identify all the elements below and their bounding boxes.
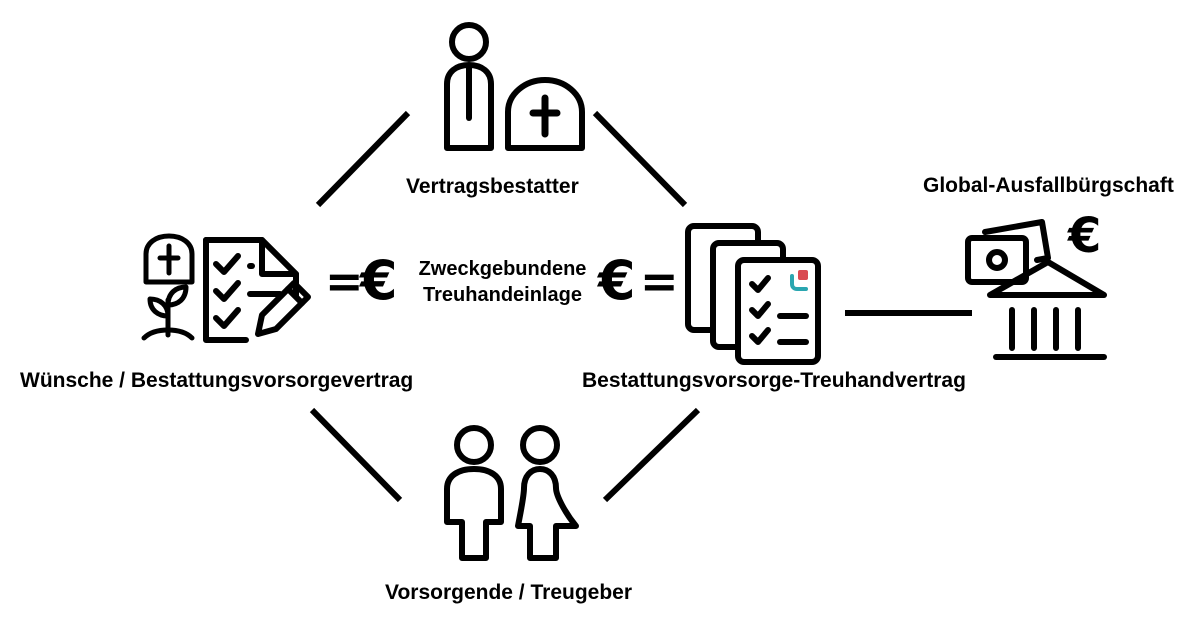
plant-sprout-icon — [141, 284, 195, 341]
connector-bottom-right — [602, 407, 701, 503]
document-logo-icon — [790, 270, 808, 291]
label-treuhandvertrag: Bestattungsvorsorge-Treuhandvertrag — [582, 369, 966, 392]
small-gravestone-icon — [143, 233, 195, 285]
pen-icon — [255, 280, 311, 337]
euro-bank: € — [1068, 208, 1102, 264]
label-vorsorgende-treugeber: Vorsorgende / Treugeber — [385, 581, 633, 604]
bank-building-icon — [987, 259, 1107, 360]
euro-right: € — [598, 249, 636, 312]
label-global-ausfallbuergschaft: Global-Ausfallbürgschaft — [923, 174, 1174, 197]
connector-lines — [309, 110, 972, 503]
label-wuensche-vorsorgevertrag: Wünsche / Bestattungsvorsorgevertrag — [20, 369, 414, 392]
connector-left-top — [315, 110, 411, 208]
banknote-icon — [965, 219, 1051, 285]
businessperson-icon — [444, 22, 494, 151]
center-caption-line2: Treuhandeinlage — [423, 284, 582, 306]
couple-icon — [444, 425, 579, 561]
document-stack-icon — [685, 223, 821, 365]
gravestone-cross-icon — [505, 77, 585, 151]
equals-right: = — [640, 254, 679, 308]
equals-left: = — [325, 254, 364, 308]
label-vertragsbestatter: Vertragsbestatter — [406, 175, 579, 198]
connector-left-bottom — [309, 407, 403, 503]
connector-top-right — [592, 110, 688, 208]
center-caption-line1: Zweckgebundene — [418, 258, 587, 280]
checklist-document-icon — [203, 237, 299, 343]
euro-left: € — [360, 249, 398, 312]
center-caption: Zweckgebundene Treuhandeinlage — [410, 256, 595, 308]
